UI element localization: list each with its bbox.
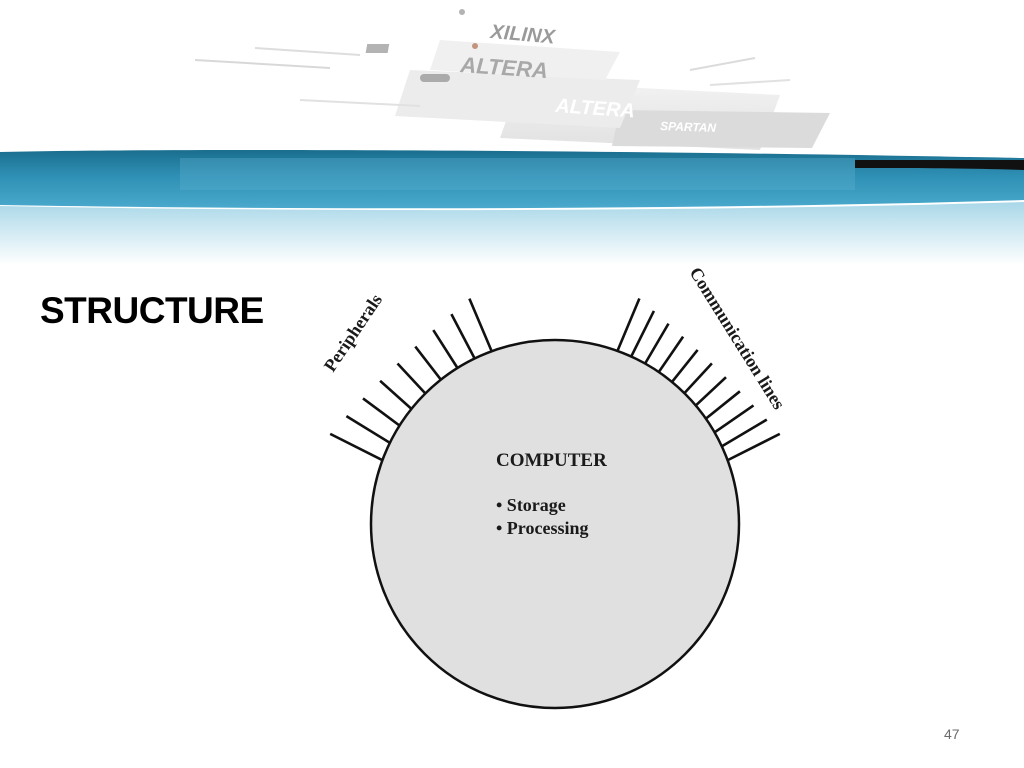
peripheral-line-2 [345,414,397,448]
svg-text:SPARTAN: SPARTAN [660,119,717,135]
function-storage: • Storage [496,495,566,515]
peripherals-label: Peripherals [320,290,386,375]
computer-circle [369,338,741,710]
slide-title: STRUCTURE [40,290,264,331]
svg-text:ALTERA: ALTERA [459,52,549,83]
communication-lines-label: Communication lines [686,264,790,413]
communication-line-2 [626,310,656,364]
communication-line-10 [716,418,768,451]
banner-image: XILINX ALTERA ALTERA SPARTAN [0,9,1024,265]
computer-label: COMPUTER [496,450,607,471]
peripheral-line-1 [329,432,383,462]
page-number: 47 [944,726,960,742]
peripheral-line-9 [468,298,494,353]
peripheral-line-8 [450,313,480,367]
communication-line-1 [615,297,641,353]
function-processing: • Processing [496,518,588,538]
communication-line-11 [727,432,781,462]
brand-lettering: XILINX ALTERA ALTERA SPARTAN [459,21,717,135]
chip-cards [194,9,830,150]
teal-band [0,150,1024,265]
